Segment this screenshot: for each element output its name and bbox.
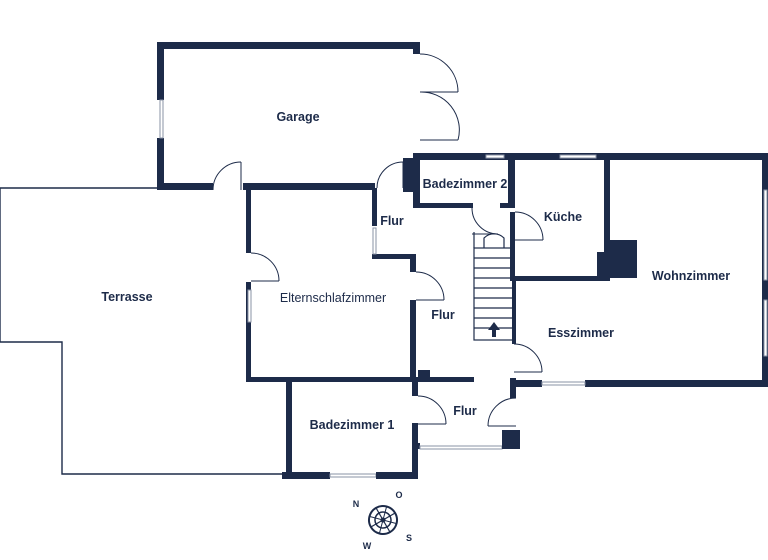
compass-letter-o: O (395, 490, 402, 500)
room-label-garage: Garage (276, 110, 319, 124)
room-label-flur-upper: Flur (380, 214, 404, 228)
terrace-outline (0, 187, 282, 475)
room-label-flur-center: Flur (431, 308, 455, 322)
upper-hall-walls (372, 158, 413, 255)
compass-letter-n: N (353, 499, 360, 509)
garage-door (212, 53, 460, 191)
bathroom-2-walls (413, 153, 515, 235)
bathroom-1-walls (282, 380, 447, 479)
room-label-elternschlafzimmer: Elternschlafzimmer (280, 291, 386, 305)
room-label-kueche: Küche (544, 210, 582, 224)
compass-letter-w: W (363, 541, 372, 551)
room-label-badezimmer-2: Badezimmer 2 (423, 177, 508, 191)
kitchen-living-walls (508, 153, 768, 387)
room-label-badezimmer-1: Badezimmer 1 (310, 418, 395, 432)
bedroom-walls (246, 183, 474, 382)
garage-walls (157, 42, 420, 190)
staircase (473, 225, 516, 344)
arrow-up-icon (488, 322, 500, 337)
room-label-terrasse: Terrasse (101, 290, 152, 304)
compass-letter-s: S (406, 533, 412, 543)
dining-door (513, 343, 543, 373)
compass-rose-icon (368, 505, 398, 535)
room-label-wohnzimmer: Wohnzimmer (652, 269, 730, 283)
lower-hall-walls (412, 370, 520, 450)
room-label-esszimmer: Esszimmer (548, 326, 614, 340)
room-label-flur-lower: Flur (453, 404, 477, 418)
